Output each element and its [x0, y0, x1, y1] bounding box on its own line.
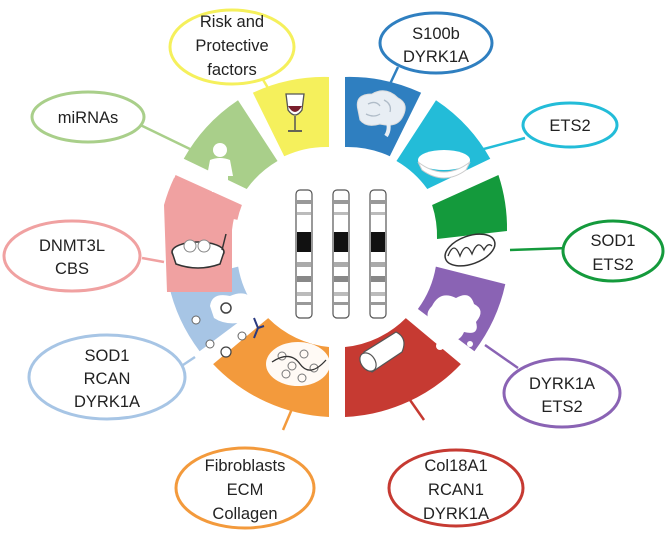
cell-icon — [423, 295, 481, 350]
label-line: S100b — [412, 25, 460, 43]
label-brain: S100b DYRK1A — [403, 25, 469, 66]
label-fibroblast: Fibroblasts ECM Collagen — [205, 457, 286, 523]
brain-icon — [356, 90, 406, 138]
label-line: Col18A1 — [424, 457, 487, 475]
oval-mirna — [30, 90, 146, 144]
label-line: factors — [207, 61, 257, 79]
oval-mito — [561, 219, 665, 283]
icons — [171, 90, 496, 386]
label-mito: SOD1 ETS2 — [591, 232, 636, 274]
oval-ets2 — [521, 101, 619, 149]
oval-fibroblast — [174, 446, 316, 530]
segment-risk — [252, 76, 329, 157]
oval-dish — [2, 219, 142, 293]
oval-vessel — [387, 448, 525, 528]
connector-dish — [141, 256, 165, 264]
labels: Risk and Protective factors S100b DYRK1A… — [39, 13, 635, 523]
label-vessel: Col18A1 RCAN1 DYRK1A — [423, 457, 489, 523]
connector-mito — [509, 246, 569, 252]
oval-brain — [378, 11, 494, 75]
label-line: Protective — [195, 37, 268, 55]
fibroblast-icon — [266, 342, 330, 386]
oval-risk — [168, 8, 296, 86]
segment-mito — [432, 174, 508, 239]
oval-immune — [27, 333, 187, 421]
oval-cell — [502, 357, 622, 429]
immune-cells-icon — [191, 293, 265, 358]
label-line: RCAN — [84, 370, 131, 388]
label-line: ETS2 — [541, 398, 582, 416]
wine-glass-icon — [285, 93, 305, 132]
child-icon — [207, 143, 233, 192]
chromosome-right — [369, 189, 387, 319]
label-line: Risk and — [200, 13, 264, 31]
blood-vessel-icon — [359, 331, 405, 373]
label-line: ETS2 — [549, 117, 590, 135]
label-line: ECM — [227, 481, 264, 499]
segment-mirna — [183, 100, 278, 189]
chromosome-left — [295, 189, 313, 319]
label-mirna: miRNAs — [58, 109, 119, 127]
label-line: DNMT3L — [39, 237, 105, 255]
label-line: Fibroblasts — [205, 457, 286, 475]
label-dish: DNMT3L CBS — [39, 237, 105, 278]
connector-cell — [484, 343, 519, 370]
chromosome-middle — [332, 189, 350, 319]
segment-vessel — [345, 318, 461, 417]
label-line: DYRK1A — [74, 393, 140, 411]
chromosomes — [295, 189, 387, 319]
label-line: ETS2 — [592, 256, 633, 274]
label-ets2: ETS2 — [549, 117, 590, 135]
label-line: DYRK1A — [529, 375, 595, 393]
dish-icon — [417, 150, 471, 179]
label-line: DYRK1A — [423, 505, 489, 523]
label-line: Collagen — [212, 505, 277, 523]
label-line: miRNAs — [58, 109, 119, 127]
petri-dish-icon — [171, 233, 227, 269]
label-line: SOD1 — [85, 347, 130, 365]
label-line: CBS — [55, 260, 89, 278]
label-risk: Risk and Protective factors — [195, 13, 268, 79]
label-cell: DYRK1A ETS2 — [529, 375, 595, 416]
label-ovals — [2, 8, 665, 530]
label-line: DYRK1A — [403, 48, 469, 66]
segment-dish-body — [164, 178, 238, 292]
label-line: RCAN1 — [428, 481, 484, 499]
label-immune: SOD1 RCAN DYRK1A — [74, 347, 140, 411]
label-line: SOD1 — [591, 232, 636, 250]
mitochondrion-icon — [444, 233, 496, 267]
